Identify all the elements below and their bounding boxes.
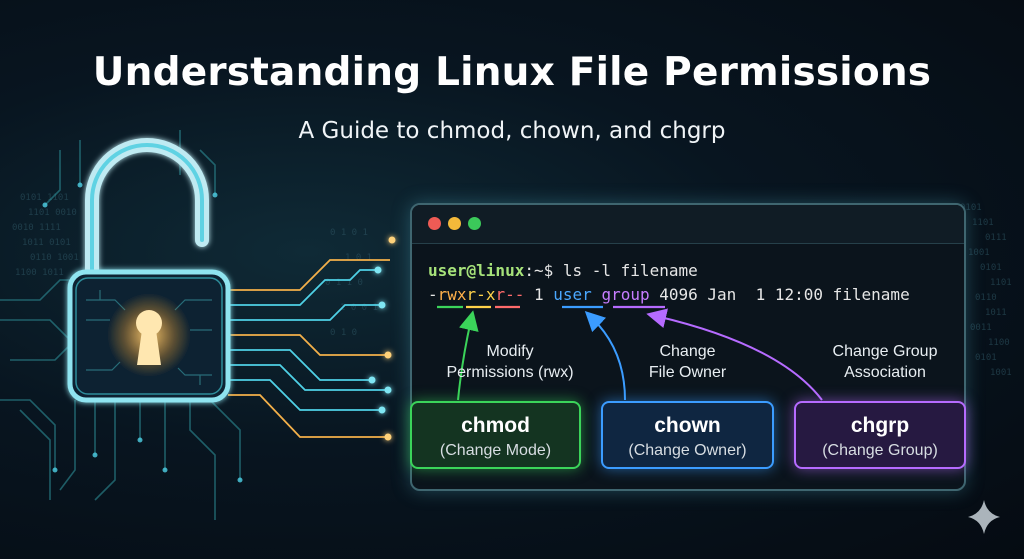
command-text: ls -l filename [553,261,698,280]
page-title: Understanding Linux File Permissions [92,50,932,95]
svg-text:0011: 0011 [970,323,992,333]
chgrp-box: chgrp (Change Group) [794,401,966,469]
page-subtitle: A Guide to chmod, chown, and chgrp [298,118,726,144]
terminal-output-line: -rwxr-xr-- 1 user group 4096 Jan 1 12:00… [428,285,910,304]
svg-text:1100 1011: 1100 1011 [15,268,64,278]
svg-text:0 1 0: 0 1 0 [330,328,357,338]
chgrp-description: (Change Group) [822,442,938,459]
svg-text:1001: 1001 [990,368,1012,378]
circuit-traces-right [228,259,390,438]
sparkle-icon [968,500,1000,534]
svg-text:0111: 0111 [985,233,1007,243]
binary-pattern: 0101 1101 1101 0010 0010 1111 1011 0101 011… [12,193,1012,378]
svg-text:0010 1111: 0010 1111 [12,223,61,233]
prompt-separator: :~$ [524,261,554,280]
svg-text:1001: 1001 [968,248,990,258]
svg-text:0 1 0 1: 0 1 0 1 [330,228,368,238]
link-count: 1 [524,285,554,304]
prompt-user: user@linux [428,261,525,280]
minimize-dot-icon [448,217,461,230]
svg-text:1101 0010: 1101 0010 [28,208,77,218]
terminal-titlebar [412,205,964,244]
svg-text:1011: 1011 [985,308,1007,318]
label-owner-line1: Change [659,343,716,360]
label-modify-line2: Permissions (rwx) [446,364,574,381]
label-group-line1: Change Group [832,343,938,360]
perm-other: r-- [495,285,525,304]
group-name: group [601,285,650,304]
open-padlock-icon [67,138,231,403]
chown-description: (Change Owner) [628,442,747,459]
circuit-traces-left [0,130,241,520]
label-owner-line2: File Owner [648,364,727,381]
svg-text:0101 1101: 0101 1101 [20,193,69,203]
chmod-description: (Change Mode) [439,442,552,459]
chgrp-name: chgrp [850,414,910,437]
chown-box: chown (Change Owner) [601,401,774,469]
maximize-dot-icon [468,217,481,230]
svg-text:1 0 0 1: 1 0 0 1 [340,303,378,313]
svg-text:1011 0101: 1011 0101 [22,238,71,248]
svg-text:1 0 1: 1 0 1 [345,253,372,263]
svg-text:1100: 1100 [988,338,1010,348]
svg-text:1101: 1101 [972,218,994,228]
close-dot-icon [428,217,441,230]
owner-name: user [553,285,592,304]
label-group-line2: Association [844,364,926,381]
chown-name: chown [654,414,721,437]
label-change-group: Change Group Association [800,341,970,383]
chmod-name: chmod [461,414,530,437]
svg-text:0101: 0101 [975,353,997,363]
label-modify-permissions: Modify Permissions (rwx) [430,341,590,383]
terminal-command-line: user@linux:~$ ls -l filename [428,261,698,280]
svg-text:0101: 0101 [980,263,1002,273]
label-change-owner: Change File Owner [610,341,765,383]
perm-group: r-x [466,285,496,304]
perm-user: rwx [437,285,467,304]
perm-type: - [428,285,438,304]
output-rest: 4096 Jan 1 12:00 filename [649,285,910,304]
svg-text:0101: 0101 [960,203,982,213]
chmod-box: chmod (Change Mode) [410,401,581,469]
label-modify-line1: Modify [486,343,534,360]
svg-text:0 1 1 0: 0 1 1 0 [325,278,363,288]
svg-text:0110: 0110 [975,293,997,303]
svg-text:0110 1001: 0110 1001 [30,253,79,263]
svg-text:1101: 1101 [990,278,1012,288]
